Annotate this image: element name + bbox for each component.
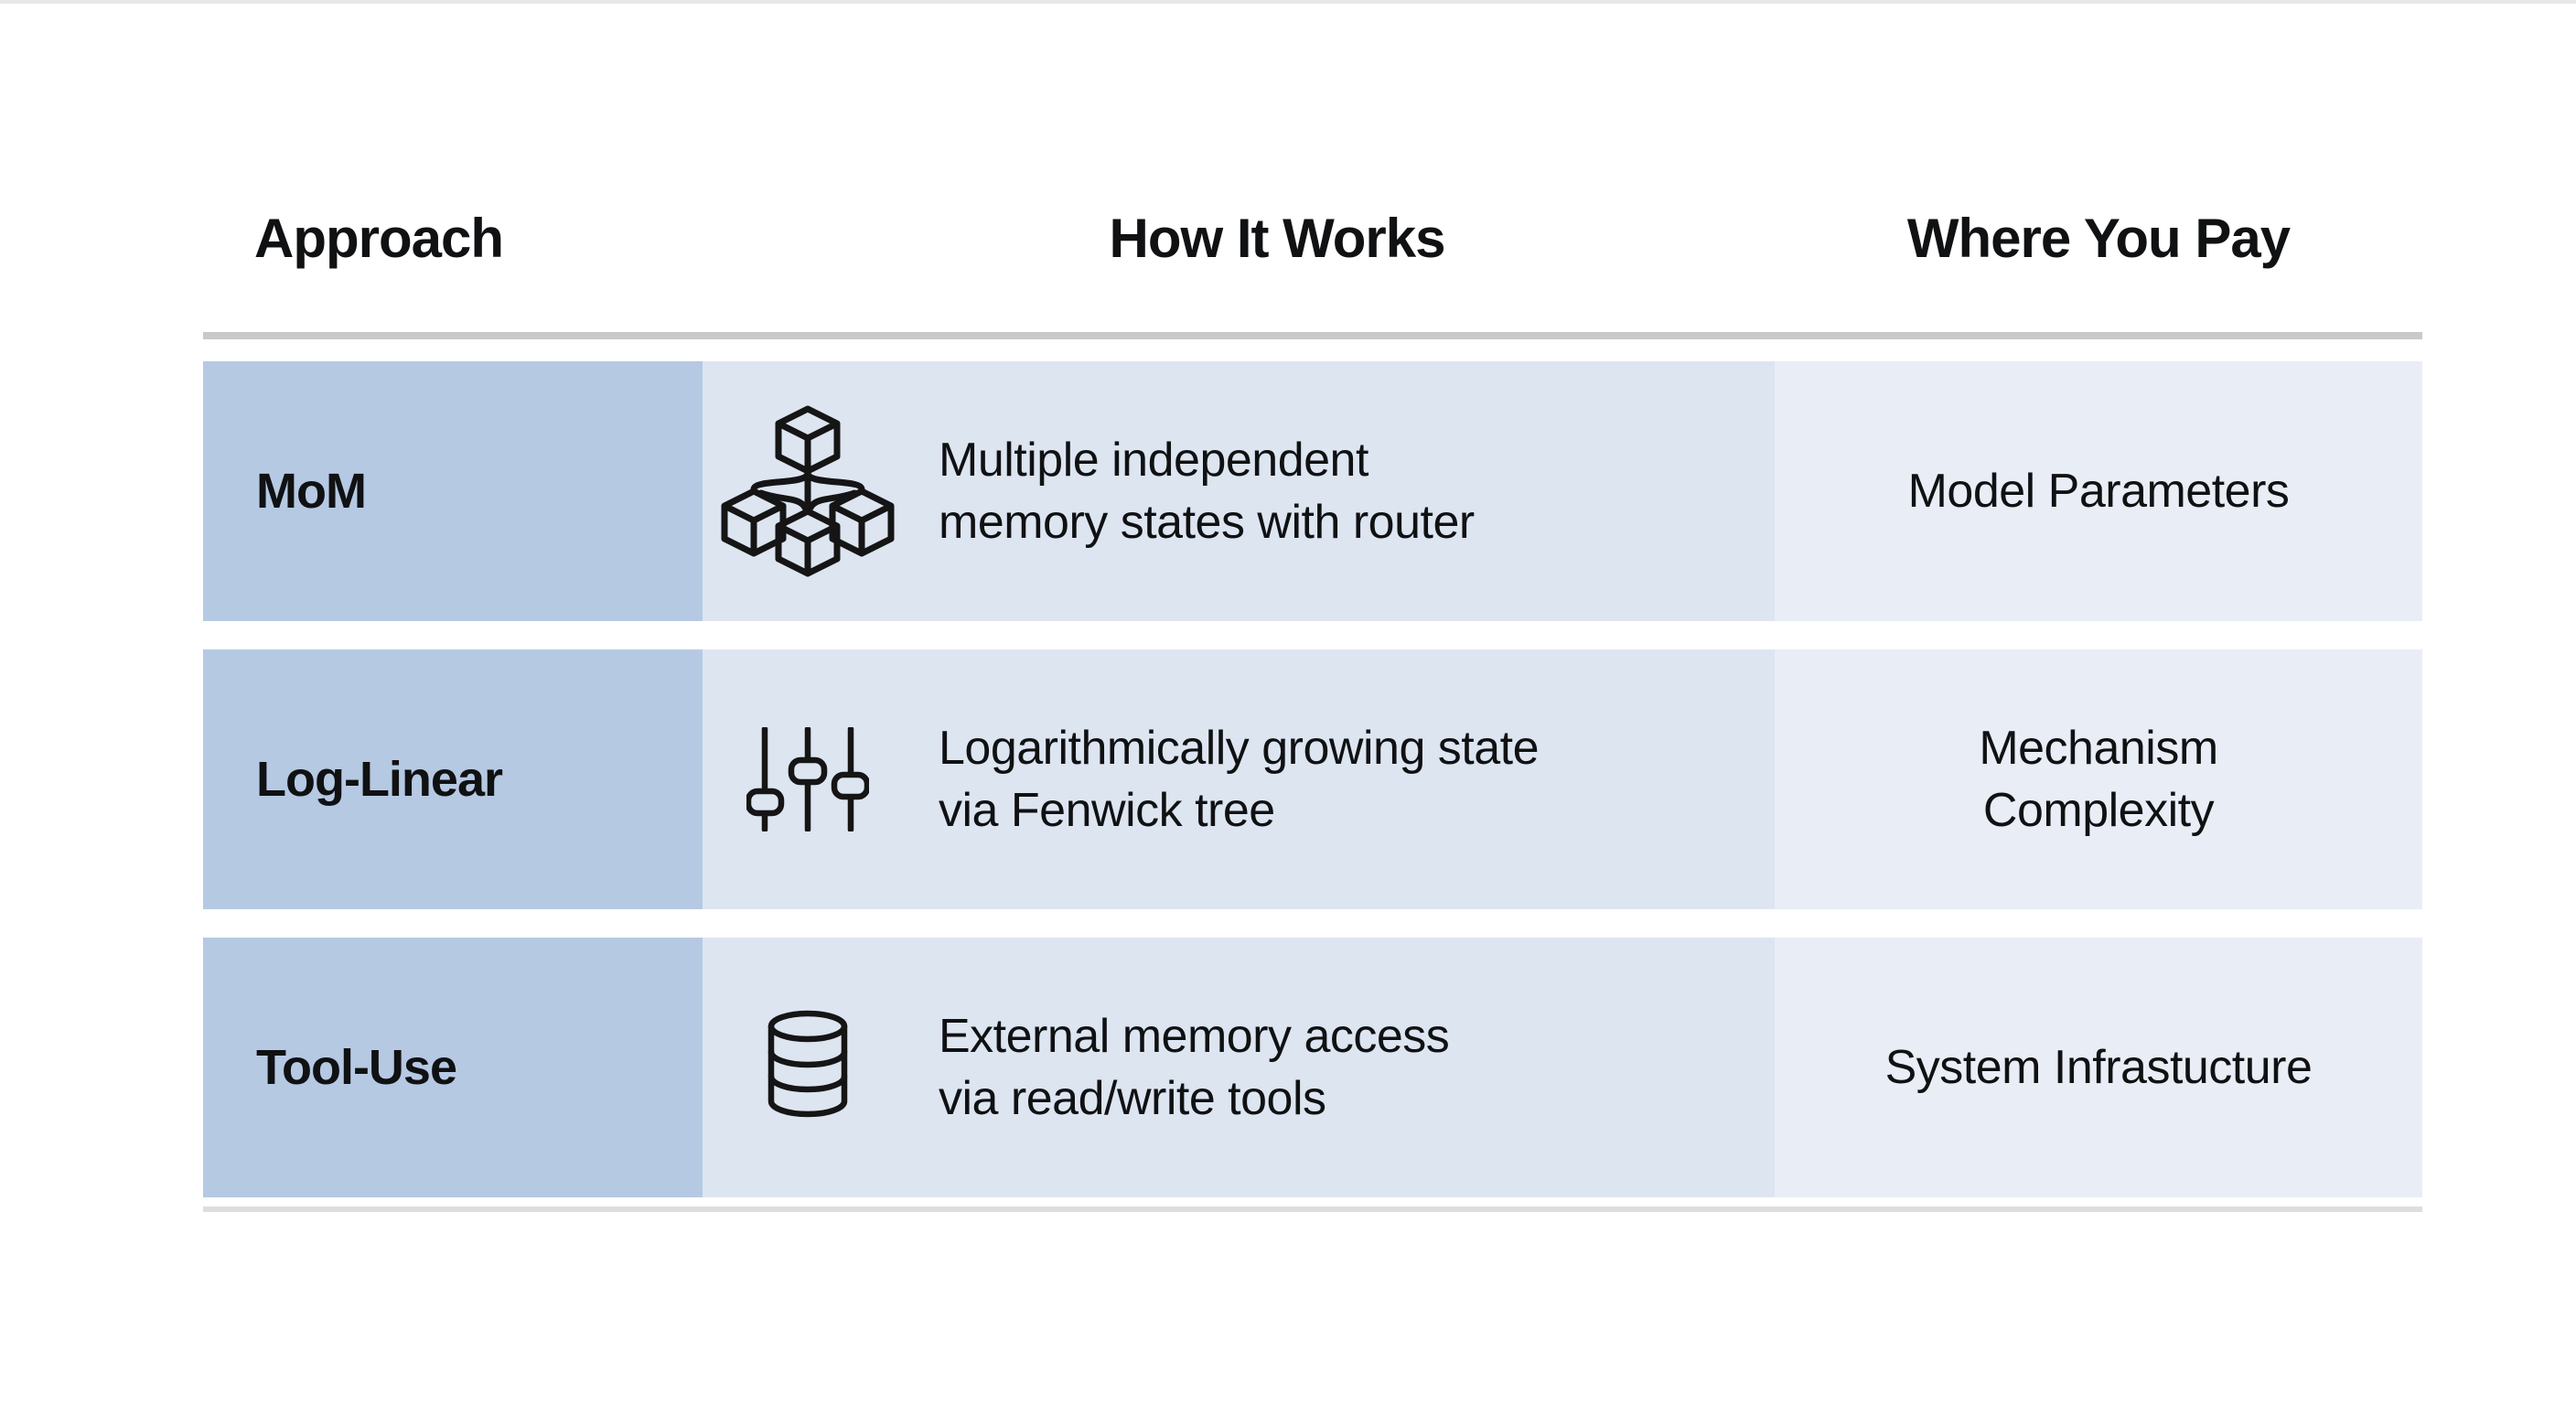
header-where-you-pay-label: Where You Pay bbox=[1906, 207, 2291, 269]
approach-cell: Log-Linear bbox=[203, 649, 703, 909]
header-how-it-works: How It Works bbox=[703, 207, 1775, 270]
where-you-pay-cell: System Infrastucture bbox=[1775, 938, 2422, 1197]
how-text-line: Multiple independent bbox=[939, 434, 1368, 487]
how-it-works-text: Logarithmically growing state via Fenwic… bbox=[939, 717, 1540, 842]
table-row: MoM Multi bbox=[203, 361, 2422, 621]
table-header-row: Approach How It Works Where You Pay bbox=[203, 194, 2422, 282]
how-it-works-text: Multiple independent memory states with … bbox=[939, 429, 1475, 553]
table-row: Log-Linear Logarithmically growing state… bbox=[203, 649, 2422, 909]
approach-label: Tool-Use bbox=[256, 1040, 457, 1095]
how-text-line: via Fenwick tree bbox=[939, 784, 1275, 837]
approach-cell: Tool-Use bbox=[203, 938, 703, 1197]
icon-box bbox=[721, 727, 895, 831]
header-where-you-pay: Where You Pay bbox=[1775, 207, 2422, 270]
header-approach: Approach bbox=[203, 207, 703, 270]
icon-box bbox=[721, 403, 895, 579]
icon-box bbox=[721, 1010, 895, 1125]
how-it-works-cell: Logarithmically growing state via Fenwic… bbox=[703, 649, 1775, 909]
table-bottom-divider-line bbox=[203, 1207, 2422, 1212]
database-icon bbox=[767, 1010, 848, 1118]
how-it-works-cell: Multiple independent memory states with … bbox=[703, 361, 1775, 621]
how-text-line: External memory access bbox=[939, 1010, 1450, 1063]
how-text-line: Logarithmically growing state bbox=[939, 722, 1540, 775]
approach-label: MoM bbox=[256, 464, 367, 519]
where-you-pay-cell: Mechanism Complexity bbox=[1775, 649, 2422, 909]
how-text-line: via read/write tools bbox=[939, 1072, 1326, 1125]
how-text-line: memory states with router bbox=[939, 496, 1475, 549]
where-you-pay-cell: Model Parameters bbox=[1775, 361, 2422, 621]
approach-cell: MoM bbox=[203, 361, 703, 621]
header-divider-line bbox=[203, 332, 2422, 339]
pay-text-line: Complexity bbox=[1982, 784, 2215, 837]
pay-text-line: Mechanism bbox=[1979, 722, 2218, 775]
sliders-icon bbox=[746, 727, 869, 831]
header-how-it-works-label: How It Works bbox=[1109, 207, 1446, 269]
approach-label: Log-Linear bbox=[256, 752, 503, 807]
header-approach-label: Approach bbox=[254, 207, 504, 269]
cubes-network-icon bbox=[721, 403, 895, 579]
pay-text-line: Model Parameters bbox=[1907, 465, 2290, 518]
how-it-works-cell: External memory access via read/write to… bbox=[703, 938, 1775, 1197]
how-it-works-text: External memory access via read/write to… bbox=[939, 1005, 1450, 1130]
pay-text-line: System Infrastucture bbox=[1884, 1041, 2313, 1094]
top-edge-artifact bbox=[0, 0, 2576, 4]
table-row: Tool-Use External memory access via read… bbox=[203, 938, 2422, 1197]
